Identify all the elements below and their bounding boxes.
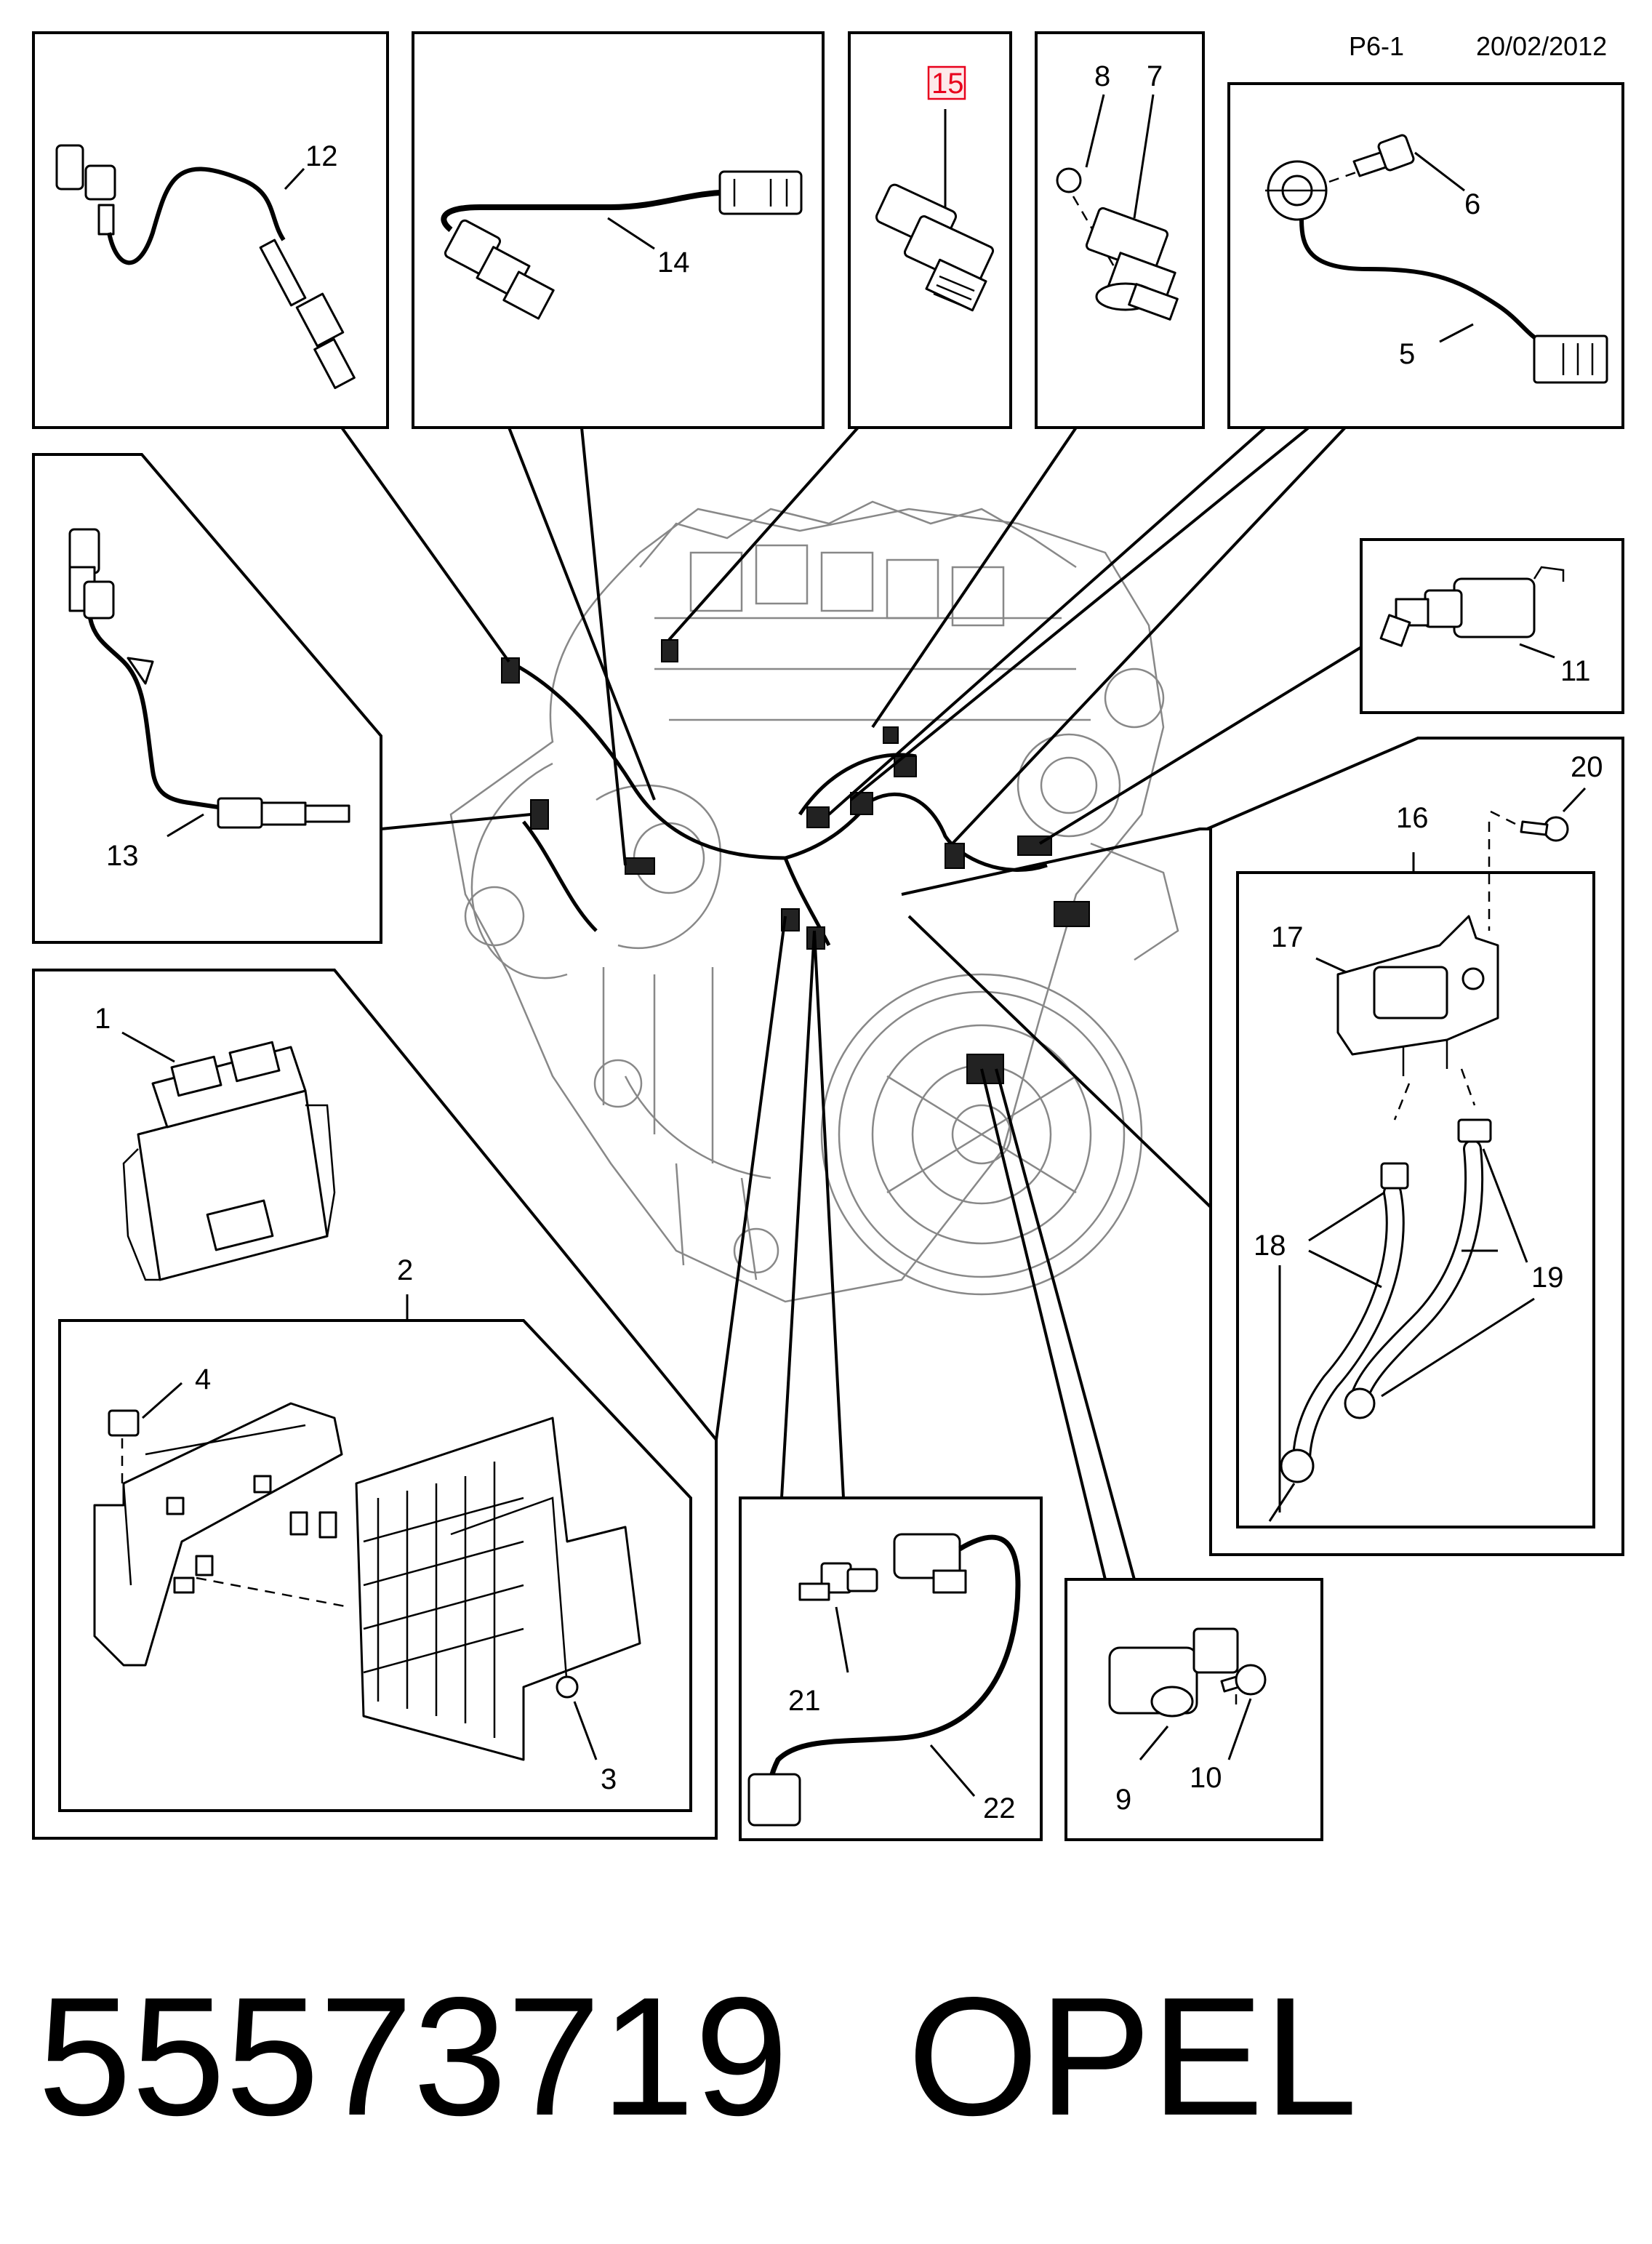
box-sensor-14: 14	[412, 31, 825, 429]
page-reference: P6-1	[1349, 31, 1404, 61]
callout-18: 18	[1254, 1230, 1286, 1262]
callout-20: 20	[1571, 751, 1603, 783]
brand-name: OPEL	[907, 1963, 1358, 2151]
callout-19: 19	[1531, 1262, 1564, 1294]
box-sensor-13: 13	[32, 453, 382, 944]
box-sensor-7-8: 8 7	[1035, 31, 1205, 429]
box-sensor-16-20: 20 16 17 18 19	[1206, 737, 1624, 1556]
callout-6: 6	[1464, 188, 1480, 220]
box-sensor-12: 12	[32, 31, 389, 429]
callout-13: 13	[106, 840, 139, 872]
box-ecu-1-4: 1 2 4 3	[32, 969, 718, 1840]
page-date: 20/02/2012	[1476, 31, 1607, 61]
box-sensor-11: 11	[1360, 538, 1624, 714]
callout-12: 12	[305, 140, 338, 172]
box-sensor-5-6: 6 5	[1227, 82, 1624, 429]
part-number: 55573719	[38, 1963, 788, 2151]
callout-7: 7	[1147, 60, 1163, 92]
callout-5: 5	[1399, 338, 1415, 370]
callout-3: 3	[601, 1763, 617, 1795]
callout-2: 2	[397, 1254, 413, 1286]
callout-22: 22	[983, 1792, 1016, 1824]
box-sensor-9-10: 9 10	[1064, 1578, 1323, 1841]
callout-11: 11	[1560, 655, 1591, 687]
box-sensor-15: 15	[848, 31, 1012, 429]
highlight-box-15	[927, 65, 966, 100]
callout-16: 16	[1396, 802, 1429, 834]
callout-15: 15	[931, 68, 964, 100]
callout-21: 21	[788, 1685, 821, 1717]
callout-4: 4	[195, 1363, 211, 1395]
leader-lines	[340, 426, 1363, 1580]
callout-9: 9	[1115, 1784, 1131, 1816]
callout-1: 1	[95, 1003, 111, 1035]
callout-8: 8	[1094, 60, 1110, 92]
callout-14: 14	[657, 247, 690, 279]
callout-17: 17	[1271, 921, 1304, 953]
callout-10: 10	[1190, 1762, 1222, 1794]
box-sensor-21-22: 21 22	[739, 1496, 1043, 1841]
